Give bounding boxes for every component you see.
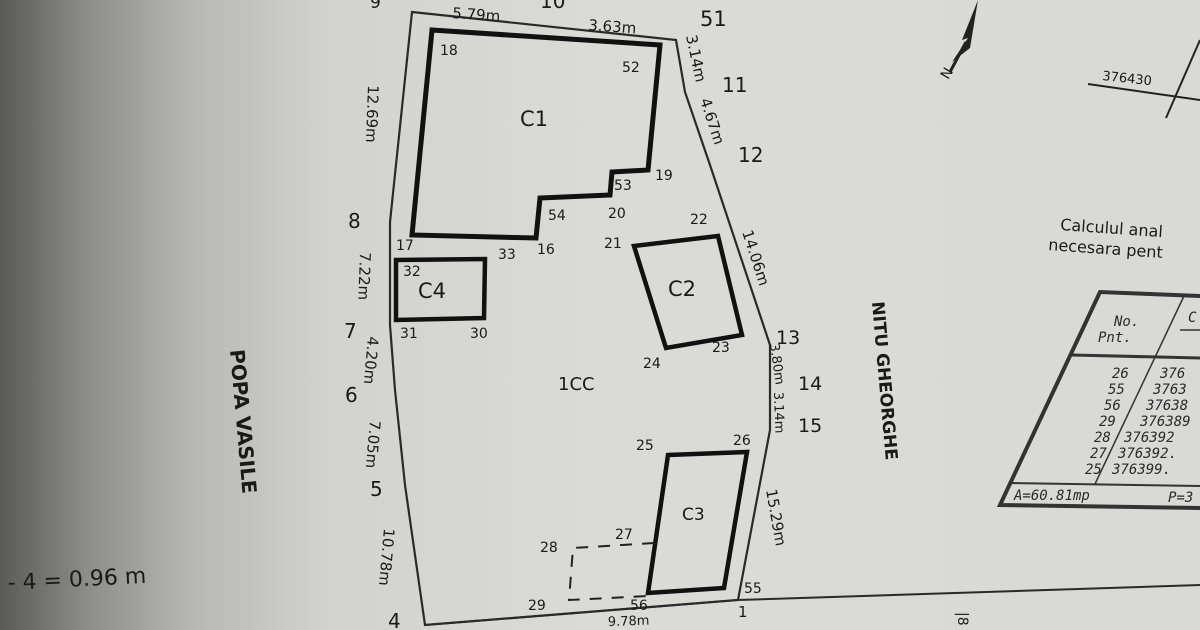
dimension-label: 15.29m bbox=[762, 488, 790, 548]
point-label: 9 bbox=[370, 0, 381, 13]
street-label-east: NITU GHEORGHE bbox=[867, 301, 901, 461]
point-label: 14 bbox=[798, 373, 822, 395]
table-cell-no: 28 bbox=[1094, 430, 1111, 446]
north-label: N bbox=[938, 65, 957, 82]
point-label: 25 bbox=[636, 438, 654, 454]
coordinates-table: No. Pnt. C 26 376 55 3763 56 37638 29 37… bbox=[996, 289, 1200, 510]
dimension-label: 14.06m bbox=[738, 228, 773, 288]
building-c2 bbox=[631, 233, 745, 351]
point-label: 15 bbox=[798, 415, 822, 437]
point-label: 5 bbox=[370, 477, 383, 501]
point-label: 6 bbox=[345, 383, 358, 407]
table-cell-no: 25 bbox=[1085, 462, 1102, 478]
point-label: 18 bbox=[440, 43, 458, 59]
north-arrow-icon bbox=[948, 0, 978, 73]
margin-mark: |8 bbox=[954, 612, 970, 626]
point-label: 33 bbox=[498, 247, 516, 263]
point-label: 27 bbox=[615, 527, 633, 543]
point-label: 21 bbox=[604, 236, 622, 252]
point-label: 13 bbox=[776, 327, 800, 349]
dimension-label: 5.79m bbox=[452, 4, 501, 25]
table-cell-no: 55 bbox=[1108, 382, 1125, 398]
neighbor-boundary-line bbox=[737, 584, 1200, 601]
point-label: 1 bbox=[738, 603, 748, 621]
scale-note: - 4 = 0.96 m bbox=[7, 564, 147, 596]
point-label: 29 bbox=[528, 598, 546, 614]
point-label: 19 bbox=[655, 168, 673, 184]
point-label: 4 bbox=[388, 609, 401, 630]
point-label: 56 bbox=[630, 598, 648, 614]
dimension-label: 7.05m bbox=[362, 420, 384, 469]
table-cell-x: 376392 bbox=[1123, 430, 1175, 446]
point-label: 32 bbox=[403, 264, 421, 280]
grid-coordinate: 376430 bbox=[1102, 69, 1153, 89]
neighbor-boundary-line-south bbox=[424, 599, 739, 626]
table-cell-x: 376399. bbox=[1111, 462, 1171, 478]
table-header-no: No. bbox=[1113, 314, 1139, 330]
table-perimeter: P=3 bbox=[1168, 490, 1193, 506]
point-label: 52 bbox=[622, 60, 640, 76]
table-cell-x: 3763 bbox=[1152, 382, 1187, 398]
point-label: 7 bbox=[344, 319, 357, 343]
dimension-label: 3.63m bbox=[588, 16, 637, 37]
point-label: 53 bbox=[614, 178, 632, 194]
dimension-label: 12.69m bbox=[362, 85, 382, 143]
dimension-label: 3.80m bbox=[766, 342, 787, 385]
building-c3 bbox=[645, 449, 750, 596]
point-label: 16 bbox=[537, 242, 555, 258]
point-label: 17 bbox=[396, 238, 414, 254]
building-label-c3: C3 bbox=[682, 505, 705, 525]
dimension-label: 3.14m bbox=[770, 392, 786, 434]
point-label: 23 bbox=[712, 340, 730, 356]
table-cell-no: 29 bbox=[1099, 414, 1116, 430]
table-header-pnt: Pnt. bbox=[1098, 330, 1132, 346]
building-label-c1: C1 bbox=[520, 107, 548, 131]
point-label: 55 bbox=[744, 581, 762, 597]
table-area: A=60.81mp bbox=[1013, 488, 1090, 504]
dimension-label: 4.20m bbox=[360, 336, 382, 385]
table-cell-no: 26 bbox=[1112, 366, 1129, 382]
point-label: 31 bbox=[400, 326, 418, 342]
grid-line bbox=[1087, 83, 1200, 101]
street-label-west: POPA VASILE bbox=[225, 348, 262, 494]
point-label: 22 bbox=[690, 212, 708, 228]
point-label: 10 bbox=[540, 0, 565, 13]
building-label-c4: C4 bbox=[418, 279, 446, 303]
building-c1 bbox=[409, 27, 663, 241]
point-label: 11 bbox=[722, 73, 747, 97]
table-cell-x: 376392. bbox=[1117, 446, 1177, 462]
table-cell-x: 37638 bbox=[1145, 398, 1188, 414]
table-cell-x: 376 bbox=[1159, 366, 1185, 382]
dimension-label: 10.78m bbox=[375, 528, 398, 587]
point-label: 8 bbox=[348, 209, 361, 233]
table-cell-no: 27 bbox=[1090, 446, 1107, 462]
point-label: 26 bbox=[733, 433, 751, 449]
building-label-c2: C2 bbox=[668, 277, 696, 301]
table-header-col2: C bbox=[1188, 310, 1197, 326]
table-cell-no: 56 bbox=[1104, 398, 1121, 414]
point-label: 51 bbox=[700, 7, 727, 31]
yard-label: 1CC bbox=[558, 374, 595, 395]
dimension-label: 3.14m bbox=[682, 33, 710, 84]
point-label: 28 bbox=[540, 540, 558, 556]
building-c4 bbox=[393, 256, 488, 323]
dimension-label: 9.78m bbox=[608, 614, 650, 630]
dimension-label: 7.22m bbox=[354, 252, 374, 301]
point-label: 20 bbox=[608, 206, 626, 222]
point-label: 12 bbox=[738, 143, 763, 167]
point-label: 24 bbox=[643, 356, 661, 372]
grid-line bbox=[1165, 39, 1200, 119]
point-label: 54 bbox=[548, 208, 566, 224]
table-cell-x: 376389 bbox=[1139, 414, 1191, 430]
dashed-annex bbox=[567, 542, 655, 602]
point-label: 30 bbox=[470, 326, 488, 342]
